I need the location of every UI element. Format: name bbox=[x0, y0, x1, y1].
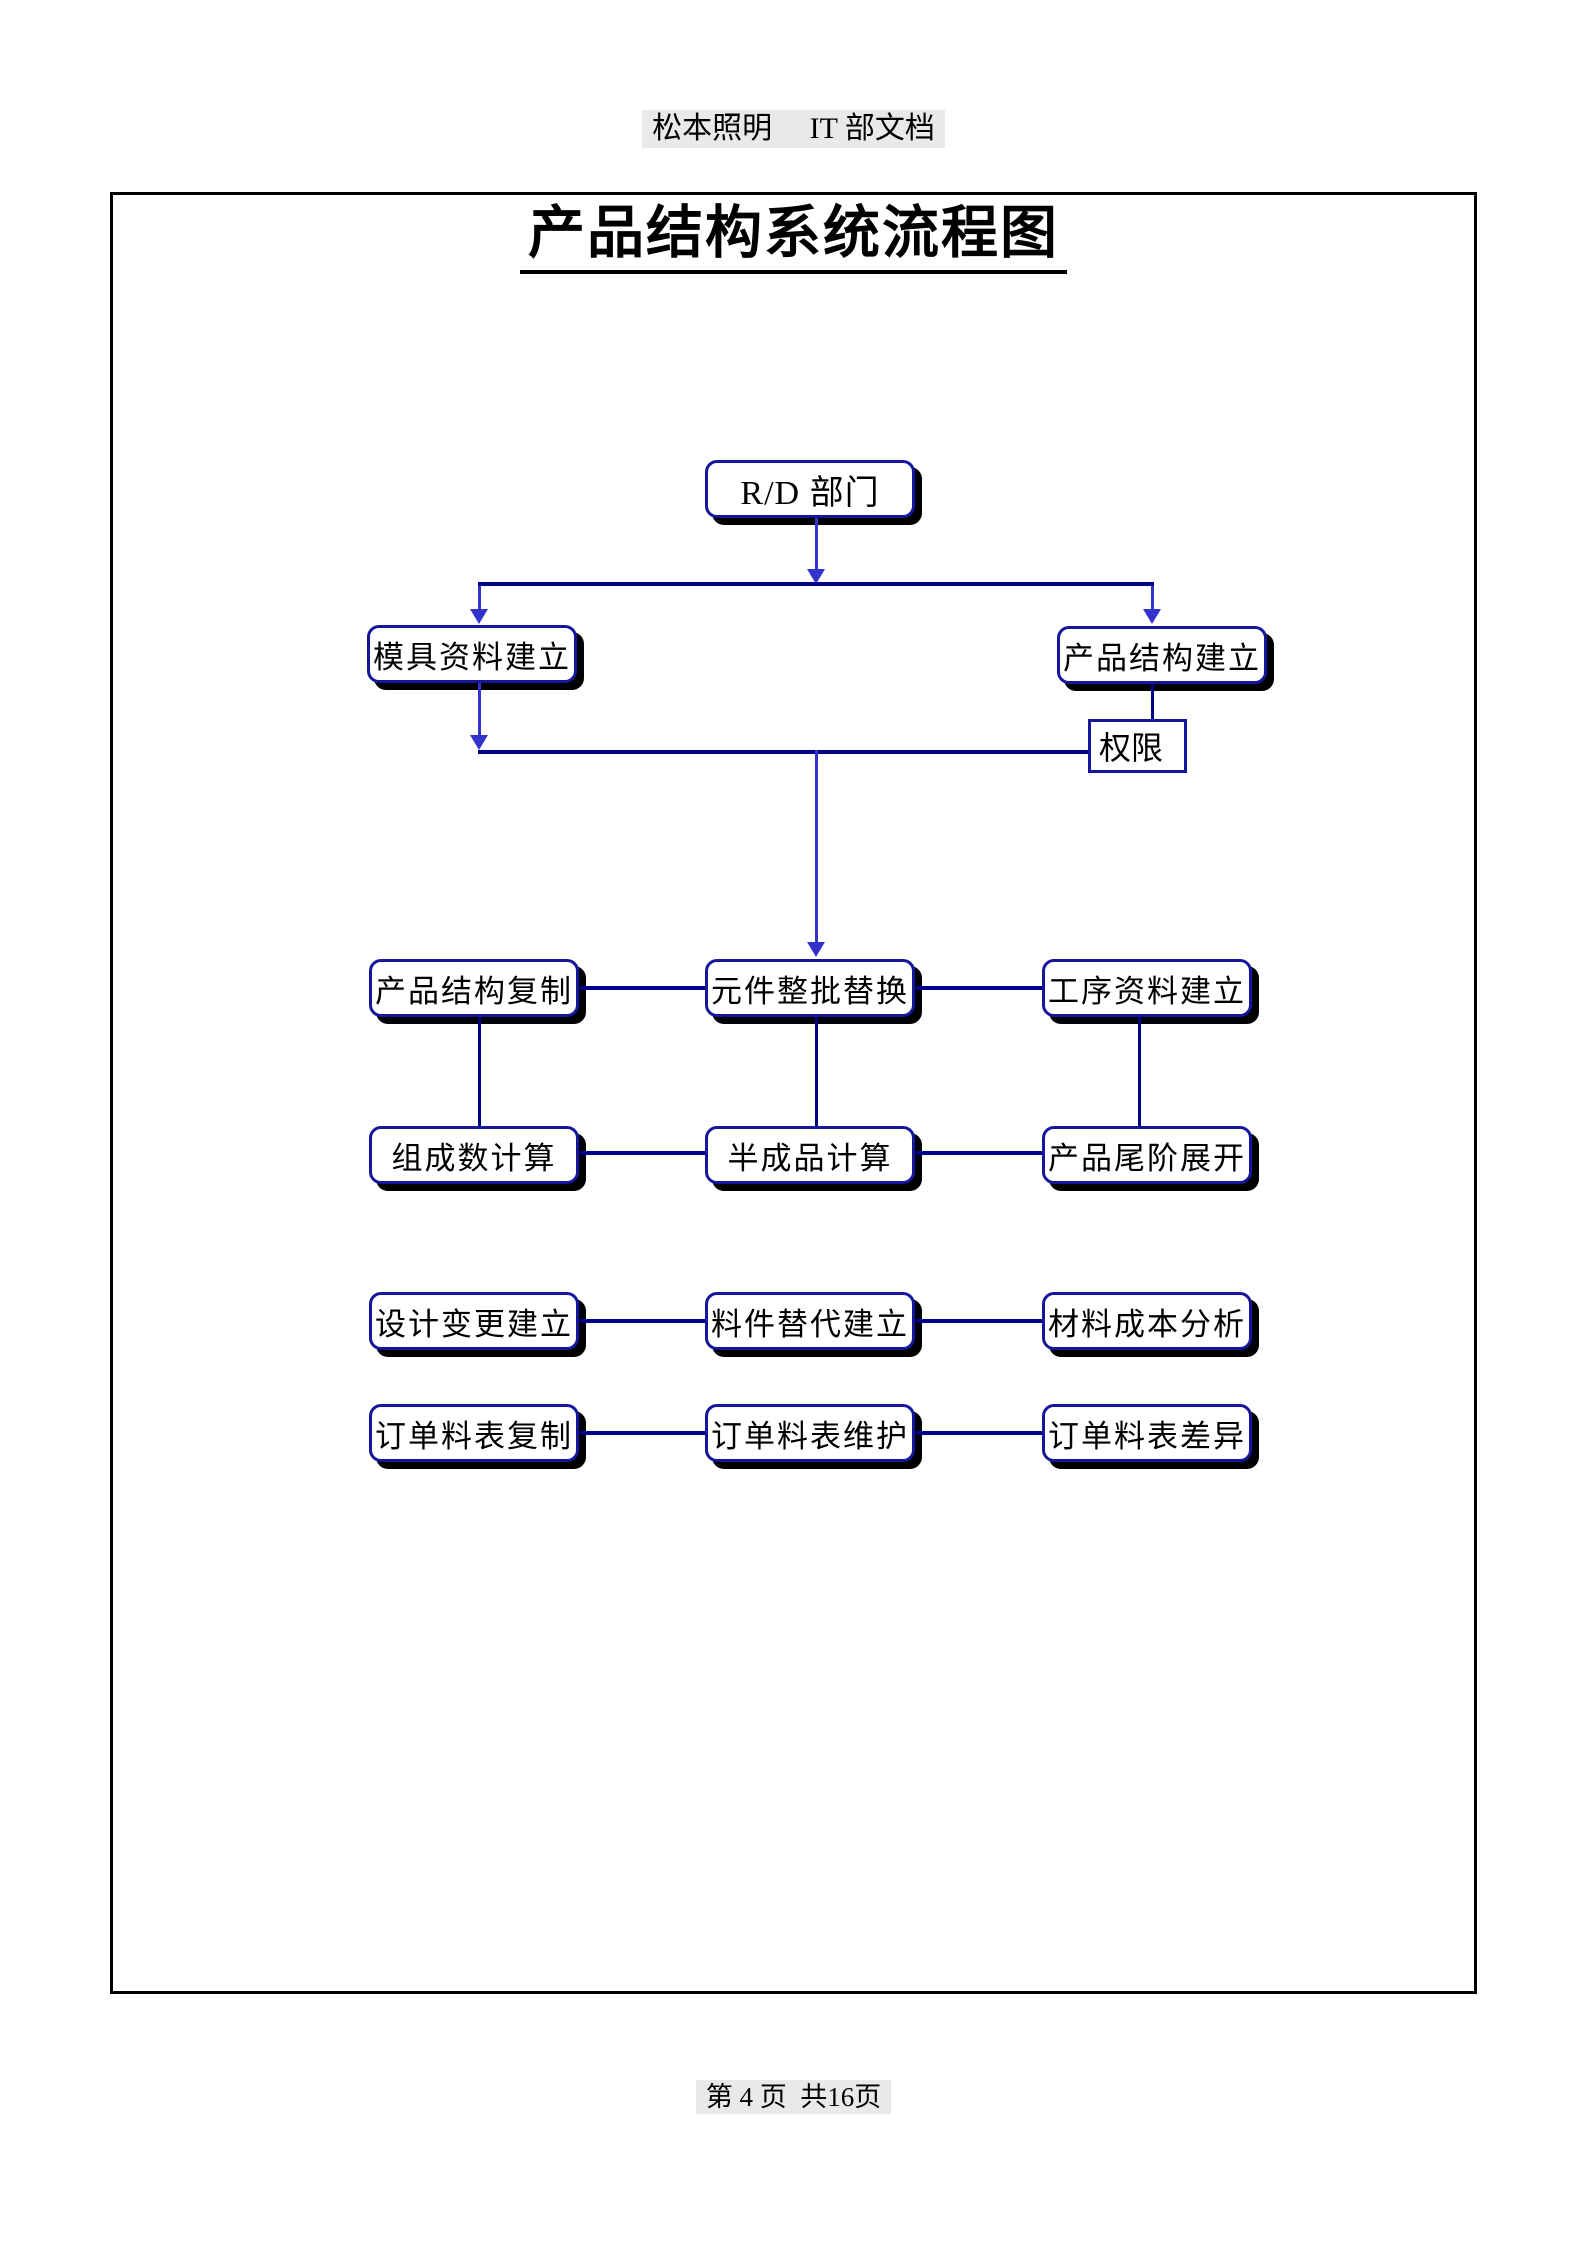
node-material-substitute-create: 料件替代建立 bbox=[705, 1292, 915, 1350]
node-product-structure-create: 产品结构建立 bbox=[1057, 626, 1267, 684]
node-process-data-create: 工序资料建立 bbox=[1042, 959, 1252, 1017]
connector-row2-left bbox=[580, 1151, 705, 1155]
arrow-mould-down-shaft bbox=[478, 683, 481, 736]
page-title: 产品结构系统流程图 bbox=[110, 204, 1477, 274]
node-order-bom-maintain: 订单料表维护 bbox=[705, 1404, 915, 1462]
node-composition-count-calc: 组成数计算 bbox=[369, 1126, 579, 1184]
connector-col1-vertical bbox=[478, 1017, 481, 1126]
arrow-center-down-shaft bbox=[815, 750, 818, 943]
connector-mid bbox=[478, 750, 1088, 754]
node-product-structure-copy: 产品结构复制 bbox=[369, 959, 579, 1017]
connector-row3-left bbox=[580, 1319, 705, 1323]
connector-structure-to-permission bbox=[1151, 684, 1154, 719]
arrow-branch-to-structure-shaft bbox=[1151, 586, 1154, 610]
connector-row2-right bbox=[916, 1151, 1042, 1155]
node-order-bom-diff: 订单料表差异 bbox=[1042, 1404, 1252, 1462]
node-material-cost-analysis: 材料成本分析 bbox=[1042, 1292, 1252, 1350]
connector-row1-right bbox=[916, 986, 1042, 990]
arrow-center-down-head bbox=[807, 942, 825, 957]
connector-row1-left bbox=[580, 986, 705, 990]
node-semi-product-calc: 半成品计算 bbox=[705, 1126, 915, 1184]
node-product-tail-expand: 产品尾阶展开 bbox=[1042, 1126, 1252, 1184]
arrow-rd-down-shaft bbox=[815, 518, 818, 570]
connector-col2-vertical bbox=[815, 1017, 818, 1126]
connector-row4-left bbox=[580, 1431, 705, 1435]
page-title-text: 产品结构系统流程图 bbox=[520, 204, 1067, 274]
node-component-batch-replace: 元件整批替换 bbox=[705, 959, 915, 1017]
connector-row4-right bbox=[916, 1431, 1042, 1435]
node-mould-data-create: 模具资料建立 bbox=[367, 625, 577, 683]
arrow-branch-to-mould-shaft bbox=[478, 586, 481, 610]
page-header: 松本照明 IT 部文档 bbox=[0, 110, 1587, 148]
arrow-mould-down-head bbox=[470, 735, 488, 750]
arrow-rd-down-head bbox=[807, 569, 825, 584]
page-footer: 第 4 页 共16页 bbox=[0, 2080, 1587, 2114]
node-order-bom-copy: 订单料表复制 bbox=[369, 1404, 579, 1462]
connector-row3-right bbox=[916, 1319, 1042, 1323]
connector-branch-top bbox=[478, 582, 1154, 586]
connector-col3-vertical bbox=[1138, 1017, 1141, 1126]
page-number-text: 第 4 页 共16页 bbox=[695, 2080, 892, 2114]
node-rd-department: R/D 部门 bbox=[705, 460, 915, 518]
arrow-branch-to-mould-head bbox=[470, 609, 488, 624]
node-permission: 权限 bbox=[1088, 719, 1187, 773]
header-text: 松本照明 IT 部文档 bbox=[642, 110, 945, 148]
flowchart-frame bbox=[110, 192, 1477, 1994]
arrow-branch-to-structure-head bbox=[1143, 609, 1161, 624]
node-design-change-create: 设计变更建立 bbox=[369, 1292, 579, 1350]
